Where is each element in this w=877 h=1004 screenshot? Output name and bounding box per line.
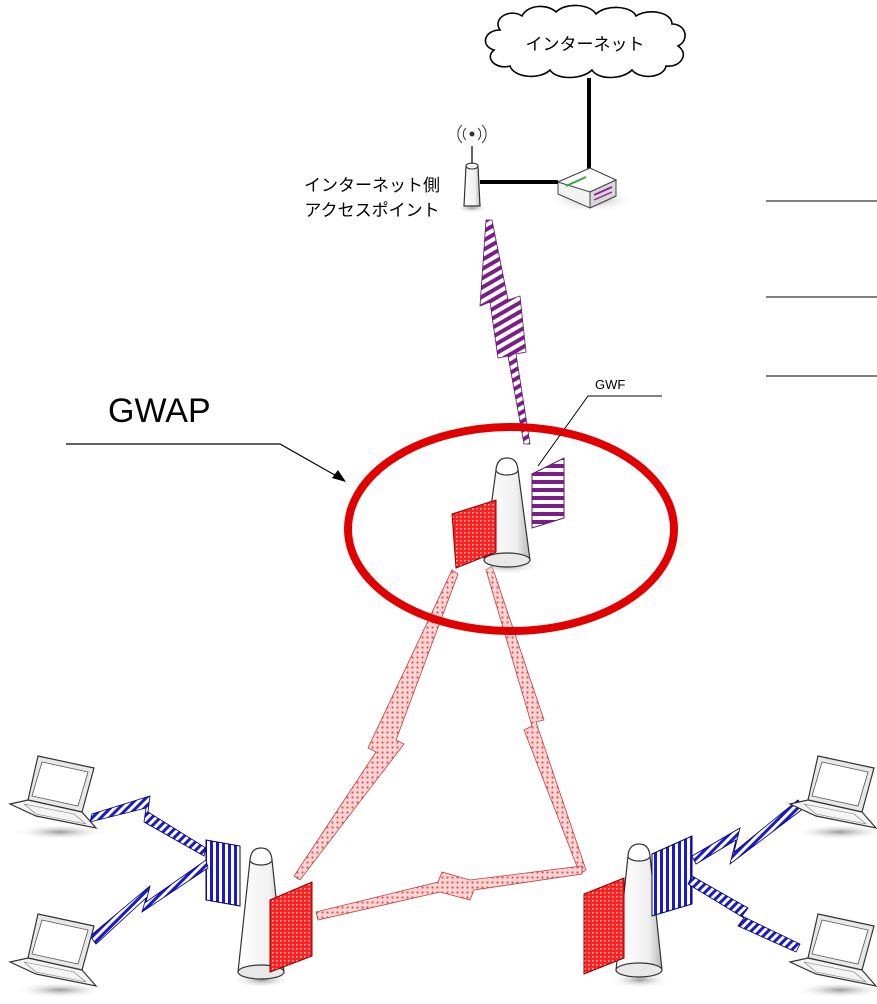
gwap-tower	[451, 457, 565, 575]
left-antenna-blue	[205, 839, 241, 907]
left-access-tower	[205, 839, 313, 988]
gwf-antenna-purple	[531, 457, 565, 529]
right-access-tower	[583, 835, 693, 988]
pink-link-right	[485, 565, 587, 875]
laptop-icon	[8, 755, 106, 840]
pink-link-left	[293, 569, 459, 881]
blue-link-right-lower	[687, 875, 801, 953]
laptop-icon	[788, 755, 877, 840]
purple-wireless-link	[479, 219, 531, 445]
blue-link-left-upper	[89, 795, 207, 857]
pink-link-bottom	[315, 865, 583, 921]
access-point-label-1: インターネット側	[304, 176, 440, 195]
gwf-pointer-line	[537, 395, 662, 467]
access-point-icon	[456, 124, 488, 213]
internet-label: インターネット	[526, 35, 645, 54]
router-icon	[550, 167, 634, 212]
right-antenna-red	[583, 877, 625, 975]
internet-cloud: インターネット	[484, 4, 686, 79]
blue-link-right-upper	[691, 799, 805, 866]
gwap-pointer-arrowhead	[332, 470, 346, 482]
gwf-label: GWF	[595, 377, 625, 392]
laptop-icon	[8, 913, 106, 998]
gwap-antenna-red	[451, 499, 497, 569]
laptop-icon	[788, 913, 877, 998]
access-point-label-2: アクセスポイント	[304, 201, 439, 220]
gwap-pointer-line	[66, 443, 341, 479]
gwap-highlight-ring	[344, 423, 678, 635]
gwap-label: GWAP	[108, 392, 211, 430]
left-antenna-red	[269, 881, 313, 973]
right-antenna-blue	[651, 835, 693, 917]
blue-link-left-lower	[89, 859, 209, 945]
